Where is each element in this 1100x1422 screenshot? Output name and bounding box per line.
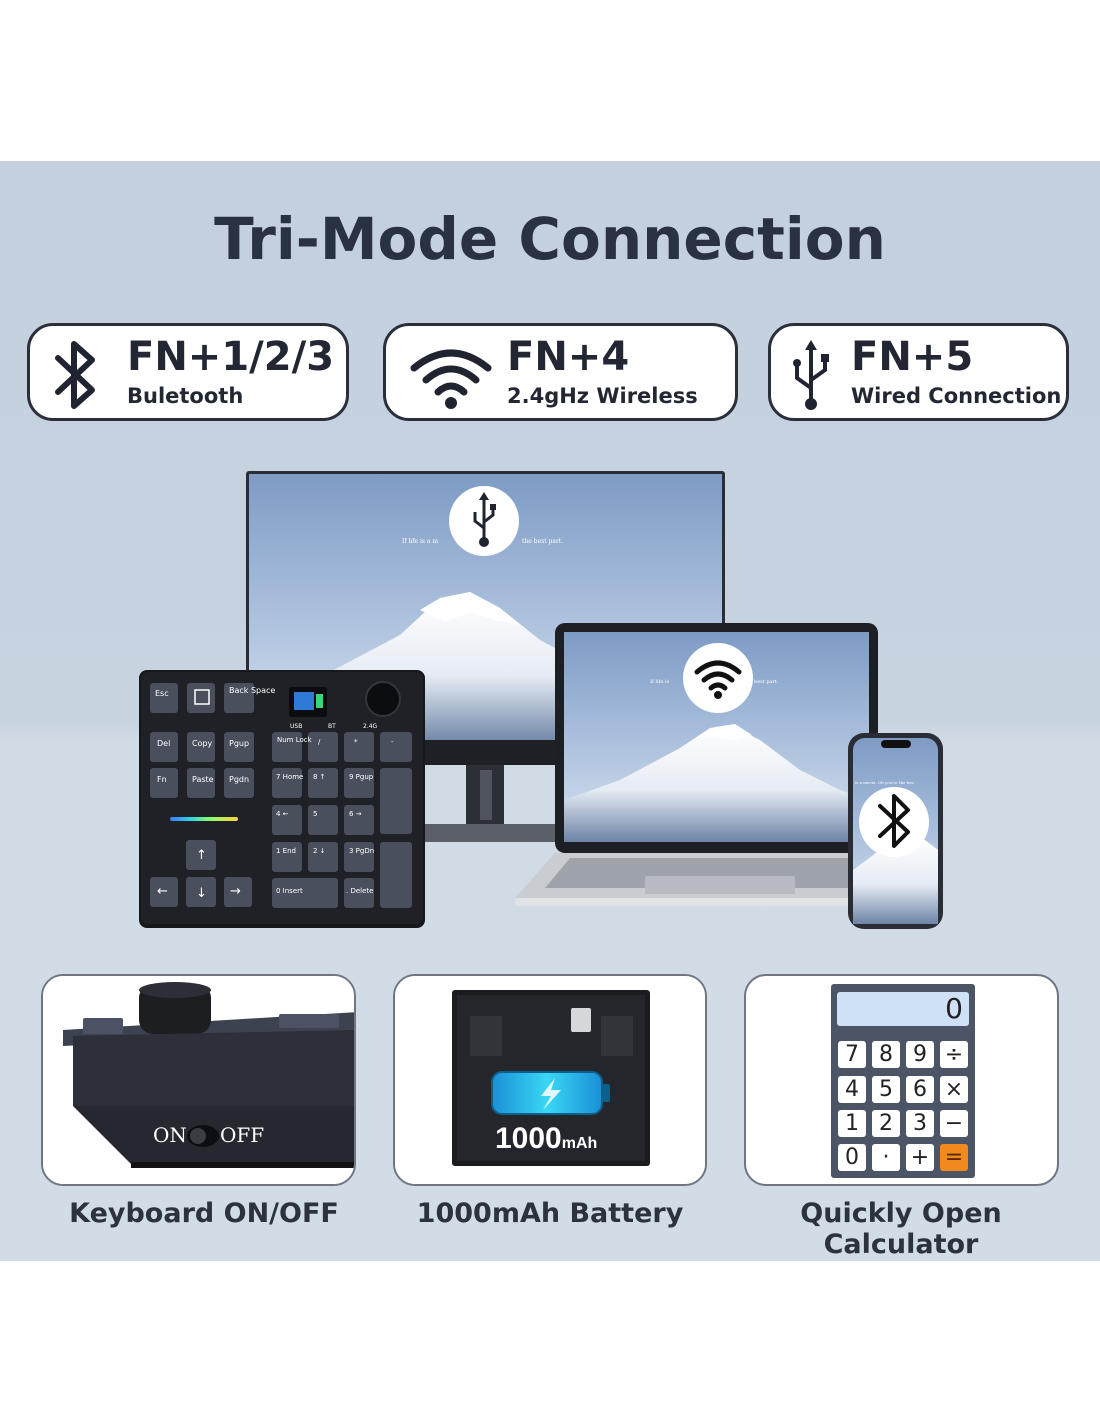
switch-off-label: OFF [220,1123,265,1147]
mode-wired: FN+5 Wired Connection [768,323,1069,421]
key-7: 7 Home [276,773,303,781]
rgb-strip [170,817,238,821]
usb-icon [793,340,829,410]
phone-caption: is a movie. Oh you're the bes [855,780,914,785]
mode-label: Buletooth [127,384,244,408]
calc-key-1: 1 [838,1110,866,1137]
laptop: If life is best part. [515,623,905,906]
calc-key-6: 6 [906,1076,934,1103]
key-dot: . Delete [346,887,373,895]
calculator-icon: 0 7 8 9 ÷ 4 5 6 × 1 2 3 − 0 · + = [831,984,975,1178]
calc-key-plus: + [906,1144,934,1171]
calc-key-3: 3 [906,1110,934,1137]
key-copy: Copy [192,739,213,748]
key-6: 6 → [349,810,362,818]
laptop-wifi-icon [694,660,742,699]
key-9: 9 Pgup [349,773,374,781]
caption-calculator: Quickly Open Calculator [800,1198,1002,1260]
key-backspace: Back Space [229,686,275,695]
key-1: 1 End [276,847,296,855]
led-bt: BT [328,723,336,730]
key-8: 8 ↑ [313,773,326,781]
calc-key-minus: − [940,1110,968,1137]
mode-wireless: FN+4 2.4gHz Wireless [383,323,738,421]
laptop-caption-right: best part. [754,679,779,685]
mode-keys: FN+1/2/3 [127,334,335,380]
led-24g: 2.4G [363,723,378,730]
mode-keys: FN+4 [507,334,630,380]
key-paste: Paste [192,775,214,784]
key-minus: - [391,738,394,746]
calc-key-2: 2 [872,1110,900,1137]
key-multiply: * [354,738,358,746]
wifi-icon [410,349,492,409]
onoff-illustration [43,976,354,1184]
calc-key-5: 5 [872,1076,900,1103]
feature-card-battery: 1000mAh [393,974,707,1186]
monitor-caption-left: If life is a m [402,538,438,545]
volume-knob [365,681,401,717]
calc-key-7: 7 [838,1041,866,1068]
monitor-caption-right: the best part. [522,538,563,545]
key-down: ↓ [196,886,207,901]
calculator-display: 0 [837,992,969,1026]
key-4: 4 ← [276,810,289,818]
phone: is a movie. Oh you're the bes [848,733,943,929]
key-3: 3 PgDn [349,847,374,855]
key-left: ← [157,884,168,899]
calc-key-0: 0 [838,1144,866,1171]
key-2: 2 ↓ [313,847,326,855]
key-up: ↑ [196,848,207,863]
key-divide: / [318,738,321,746]
battery-capacity-number: 1000 [495,1122,562,1155]
laptop-caption-left: If life is [650,679,670,685]
key-right: → [230,884,241,899]
led-usb: USB [290,723,302,730]
key-fn: Fn [157,775,167,784]
calc-key-multiply: × [940,1076,968,1103]
battery-capacity-unit: mAh [561,1135,598,1152]
monitor-usb-icon [473,492,496,547]
key-esc: Esc [155,689,169,698]
calc-key-9: 9 [906,1041,934,1068]
bluetooth-icon [55,341,95,409]
key-del: Del [157,739,170,748]
calc-key-8: 8 [872,1041,900,1068]
key-numlock: Num Lock [277,736,313,744]
key-pgup: Pgup [229,739,249,748]
phone-bluetooth-icon [878,794,910,848]
battery-illustration [395,976,705,1184]
feature-card-calculator: 0 7 8 9 ÷ 4 5 6 × 1 2 3 − 0 · + = [744,974,1059,1186]
calc-key-divide: ÷ [940,1041,968,1068]
calc-key-dot: · [872,1144,900,1171]
calculator-key-icon [194,689,210,705]
mode-keys: FN+5 [851,334,974,380]
key-5: 5 [313,810,317,818]
feature-card-onoff: ON OFF [41,974,356,1186]
mode-label: Wired Connection [851,384,1062,408]
battery-capacity: 1000mAh [495,1122,597,1156]
caption-battery: 1000mAh Battery [416,1198,684,1229]
mode-label: 2.4gHz Wireless [507,384,698,408]
page-title: Tri-Mode Connection [214,205,886,273]
key-pgdn: Pgdn [229,775,249,784]
mode-bluetooth: FN+1/2/3 Buletooth [27,323,349,421]
switch-on-label: ON [153,1123,187,1147]
keyboard: Esc Back Space Del Copy Pgup Fn Paste Pg… [139,670,425,928]
caption-onoff: Keyboard ON/OFF [69,1198,339,1229]
calc-key-4: 4 [838,1076,866,1103]
key-0: 0 Insert [276,887,303,895]
calc-key-equals: = [940,1144,968,1171]
